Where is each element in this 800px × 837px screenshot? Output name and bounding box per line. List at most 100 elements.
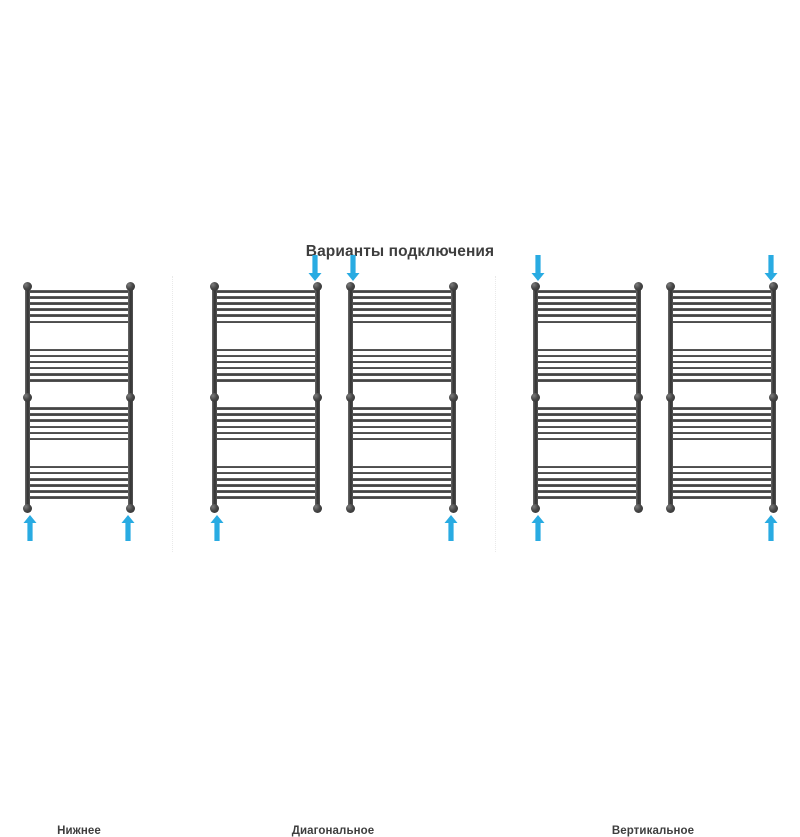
radiator-rung [26,366,132,370]
radiator-rung [534,348,640,352]
radiator-rail-left [210,282,219,513]
radiator-rail-left [531,282,540,513]
radiator-rung [26,348,132,352]
radiator-rung [213,490,319,493]
outlet-arrow-bottom-left [531,515,545,541]
radiator-rail-left [666,282,675,513]
radiator-node-left-top [210,282,219,291]
radiator-rung [26,490,132,493]
radiator-node-right-bot [634,504,643,513]
radiator-rung [26,431,132,435]
radiator-rung [534,413,640,416]
radiator-node-right-bot [769,504,778,513]
radiator-rung [213,314,319,317]
radiator-rung [26,360,132,364]
radiator-node-right-top [313,282,322,291]
radiator-rung [213,320,319,324]
radiator-node-left-bot [531,504,540,513]
radiator-rung [26,296,132,299]
divider-2 [495,276,497,552]
radiator-node-left-top [23,282,32,291]
radiator-rung [213,496,319,499]
radiator-rung [213,437,319,441]
radiator-rung [669,290,775,293]
radiator-rung [669,431,775,435]
radiator-rung [534,360,640,364]
radiator-rung [349,484,455,487]
radiator-rung [534,484,640,487]
radiator-rung [26,407,132,410]
inlet-arrow-top-left [346,255,360,281]
radiator-rung [26,320,132,324]
radiator-rung [534,296,640,299]
radiator-rung [349,354,455,358]
radiator-diagonal-1[interactable] [210,255,322,541]
radiator-rung [349,471,455,475]
radiator-rung [349,314,455,317]
radiator-rung [349,496,455,499]
radiator-node-right-mid [634,393,643,402]
radiator-rung [669,413,775,416]
inlet-arrow-bottom-left [23,515,37,541]
radiator-rung [213,354,319,358]
radiator-rung [213,360,319,364]
radiator-rung [669,465,775,469]
variant-label-vertical: Вертикальное [611,825,695,837]
radiator-rail-right [313,282,322,513]
radiator-diagonal-2[interactable] [346,255,458,541]
radiator-node-right-bot [313,504,322,513]
radiator-rung [669,490,775,493]
inlet-arrow-top-right [308,255,322,281]
radiator-rung [534,354,640,358]
radiator-rung [349,308,455,311]
radiator-rail-right [449,282,458,513]
radiator-rung [26,354,132,358]
variant-label-bottom: Нижнее [57,825,101,837]
radiator-rung [349,465,455,469]
radiator-rung [534,320,640,324]
radiator-rung [213,484,319,487]
inlet-arrow-top-left [531,255,545,281]
radiator-node-right-top [769,282,778,291]
radiator-rung [669,471,775,475]
radiator-rung [213,308,319,311]
radiator-rung [669,320,775,324]
radiator-vertical-2[interactable] [666,255,778,541]
radiator-rung [349,407,455,410]
radiator-rung [534,419,640,422]
radiator-rung [534,478,640,481]
radiator-node-left-bot [23,504,32,513]
radiator-node-right-mid [126,393,135,402]
radiator-rung [534,490,640,493]
radiator-node-right-top [634,282,643,291]
radiator-rung [669,360,775,364]
radiator-node-left-top [346,282,355,291]
radiator-rung [669,419,775,422]
radiator-rung [26,314,132,317]
radiator-rung [349,413,455,416]
page-title: Варианты подключения [305,243,495,260]
radiator-rung [669,308,775,311]
radiator-rail-right [769,282,778,513]
radiator-rung [534,431,640,435]
radiator-rung [26,302,132,305]
radiator-rung [213,290,319,293]
radiator-rung [349,348,455,352]
radiator-vertical-1[interactable] [531,255,643,541]
radiator-rung [349,366,455,370]
radiator-rail-left [23,282,32,513]
radiator-rung [534,290,640,293]
radiator-bottom-1[interactable] [23,282,135,541]
radiator-rung [669,484,775,487]
radiator-rung [26,437,132,441]
radiator-node-left-top [666,282,675,291]
radiator-node-right-bot [126,504,135,513]
radiator-rung [213,379,319,382]
radiator-rung [534,425,640,429]
radiator-rail-left [346,282,355,513]
radiator-node-left-bot [666,504,675,513]
radiator-node-left-mid [531,393,540,402]
radiator-rung [213,431,319,435]
radiator-rung [669,425,775,429]
